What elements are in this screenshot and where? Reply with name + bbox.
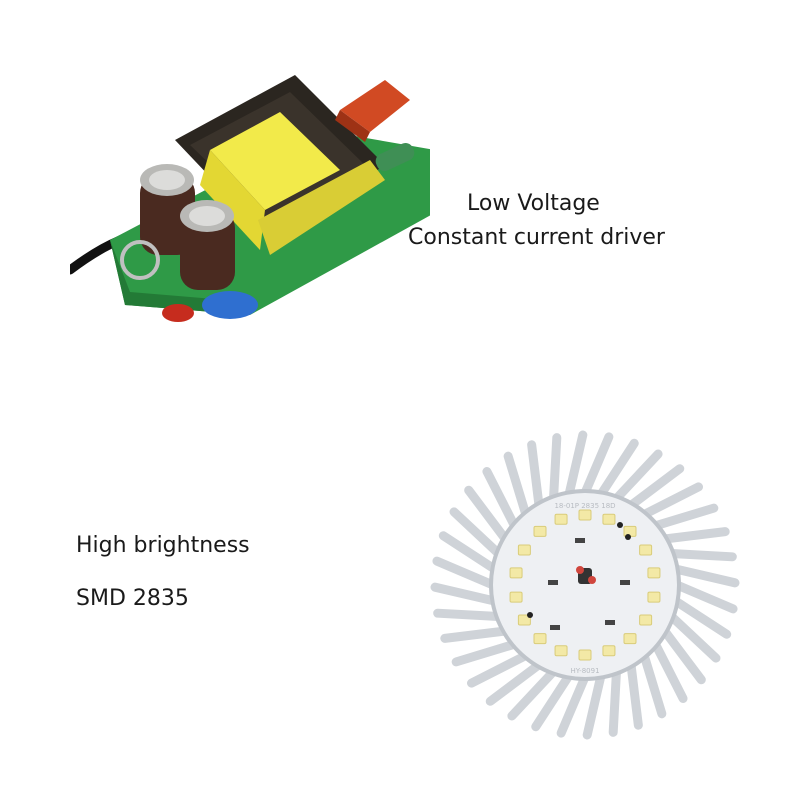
film-capacitor bbox=[335, 80, 410, 142]
heatsink-fin bbox=[666, 611, 721, 663]
smd-led bbox=[509, 591, 523, 603]
heatsink-fin bbox=[432, 556, 498, 590]
smd-led-ring bbox=[509, 509, 661, 661]
heatsink-fin bbox=[650, 503, 719, 531]
heatsink-fin bbox=[608, 666, 621, 737]
heatsink-fin bbox=[440, 626, 510, 643]
smd-led bbox=[602, 513, 616, 525]
led-module-photo: 18-01P 2835 18D HY-8091 bbox=[430, 430, 740, 740]
resistor bbox=[375, 143, 415, 171]
heatsink-fins bbox=[430, 430, 740, 740]
smd-led bbox=[509, 567, 523, 579]
inductor bbox=[120, 240, 160, 280]
board-top-print: 18-01P 2835 18D bbox=[554, 502, 615, 510]
heatsink-fin bbox=[596, 438, 639, 499]
heatsink-fin bbox=[650, 639, 688, 703]
smd-led bbox=[533, 633, 547, 645]
heatsink-fin bbox=[564, 430, 588, 499]
heatsink-fin bbox=[507, 666, 559, 721]
smd-led bbox=[639, 614, 653, 626]
driver-board-photo bbox=[70, 75, 430, 322]
heatsink-fin bbox=[433, 608, 504, 621]
heatsink-fin bbox=[671, 596, 732, 639]
heatsink-fin bbox=[503, 451, 531, 520]
heatsink-fin bbox=[549, 433, 562, 504]
heatsink-fin bbox=[626, 464, 685, 510]
driver-caption-line2: Constant current driver bbox=[408, 225, 665, 250]
heatsink-fin bbox=[430, 582, 499, 606]
led-caption-line1: High brightness bbox=[76, 533, 250, 558]
smd-led bbox=[647, 567, 661, 579]
heatsink-fin bbox=[485, 660, 544, 706]
heatsink-fin bbox=[556, 672, 590, 738]
smd-led bbox=[554, 513, 568, 525]
heatsink-fin bbox=[451, 639, 520, 667]
smd-led bbox=[639, 544, 653, 556]
heatsink-fin bbox=[626, 660, 643, 730]
heatsink-fin bbox=[482, 467, 520, 531]
smd-led bbox=[517, 614, 531, 626]
heatsink-fin bbox=[639, 482, 703, 520]
board-bottom-print: HY-8091 bbox=[570, 667, 599, 675]
heatsink-fin bbox=[531, 671, 574, 732]
center-components bbox=[527, 522, 631, 630]
led-board bbox=[493, 493, 677, 677]
driver-caption-line1: Low Voltage bbox=[467, 191, 600, 216]
heatsink-fin bbox=[660, 626, 706, 685]
smd-led bbox=[647, 591, 661, 603]
heatsink-fin bbox=[438, 531, 499, 574]
heatsink-fin bbox=[672, 580, 738, 614]
heatsink-fin bbox=[582, 671, 606, 740]
smd-led bbox=[578, 509, 592, 521]
transformer bbox=[175, 75, 385, 255]
heatsink-fin bbox=[527, 440, 544, 510]
smd-led bbox=[554, 645, 568, 657]
heatsink-fin bbox=[467, 650, 531, 688]
smd-led bbox=[578, 649, 592, 661]
heatsink-fin bbox=[671, 564, 740, 588]
red-capacitor bbox=[162, 304, 194, 322]
led-caption-line2: SMD 2835 bbox=[76, 586, 189, 611]
smd-led bbox=[533, 525, 547, 537]
smd-led bbox=[517, 544, 531, 556]
heatsink-fin bbox=[639, 650, 667, 719]
blue-capacitor bbox=[202, 291, 258, 319]
heatsink-fin bbox=[611, 449, 663, 504]
heatsink-fin bbox=[660, 527, 730, 544]
smd-led bbox=[623, 633, 637, 645]
heatsink-fin bbox=[464, 485, 510, 544]
electrolytic-capacitor-2 bbox=[180, 200, 235, 290]
heatsink-fin bbox=[580, 432, 614, 498]
heatsink-fin bbox=[666, 549, 737, 562]
heatsink-fin bbox=[449, 507, 504, 559]
smd-led bbox=[602, 645, 616, 657]
